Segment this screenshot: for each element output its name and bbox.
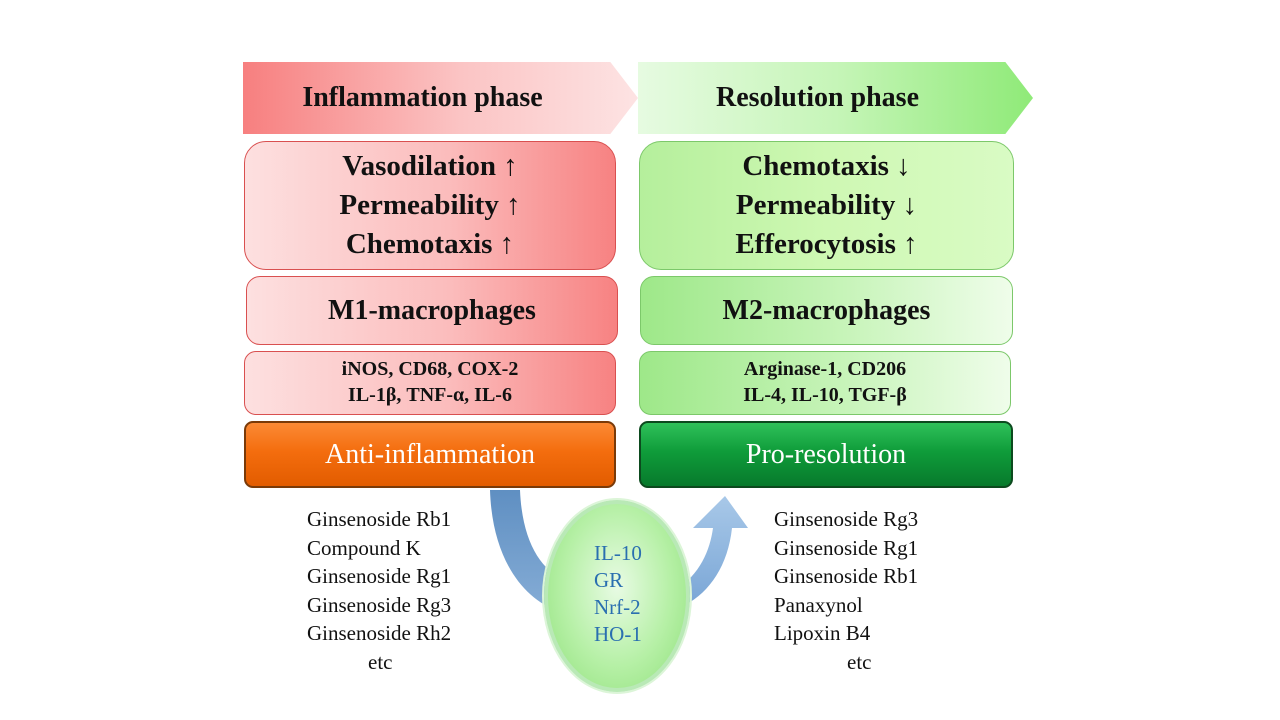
compound-item: Panaxynol xyxy=(774,592,863,617)
resolution-phase-banner: Resolution phase xyxy=(638,62,1033,134)
m1-macrophages-box: M1-macrophages xyxy=(246,276,618,345)
pro-resolution-label: Pro-resolution xyxy=(639,421,1013,488)
m2-macrophages-label: M2-macrophages xyxy=(722,294,931,326)
mediator-il10: IL-10 xyxy=(594,541,642,565)
effect-permeability-up: Permeability ↑ xyxy=(339,189,521,222)
m1-marker-line-2: IL-1β, TNF-α, IL-6 xyxy=(348,384,512,406)
m2-marker-line-1: Arginase-1, CD206 xyxy=(743,358,907,381)
mediator-nrf2: Nrf-2 xyxy=(594,595,641,619)
anti-inflammation-label: Anti-inflammation xyxy=(244,421,616,488)
anti-inflammation-text: Anti-inflammation xyxy=(325,438,535,470)
compound-item: Lipoxin B4 xyxy=(774,621,871,645)
m1-macrophages-label: M1-macrophages xyxy=(328,294,536,326)
effect-efferocytosis-up: Efferocytosis ↑ xyxy=(735,227,918,260)
inflammation-phase-banner: Inflammation phase xyxy=(243,62,638,134)
compound-item: Ginsenoside Rg3 xyxy=(774,507,919,531)
mediator-gr: GR xyxy=(594,568,624,592)
mediators-list: IL-10 GR Nrf-2 HO-1 xyxy=(594,540,684,648)
pro-resolution-compounds: Ginsenoside Rg3 Ginsenoside Rg1 Ginsenos… xyxy=(774,505,974,676)
effect-chemotaxis-down: Chemotaxis ↓ xyxy=(742,150,911,183)
effect-vasodilation: Vasodilation ↑ xyxy=(342,150,518,183)
effect-permeability-down: Permeability ↓ xyxy=(735,189,918,222)
anti-inflammation-compounds: Ginsenoside Rb1 Compound K Ginsenoside R… xyxy=(307,505,507,676)
compound-etc: etc xyxy=(847,649,872,674)
resolution-phase-title: Resolution phase xyxy=(715,82,920,113)
inflammation-phase-title: Inflammation phase xyxy=(302,82,543,113)
m2-macrophages-box: M2-macrophages xyxy=(640,276,1013,345)
inflammation-effects-box: Vasodilation ↑ Permeability ↑ Chemotaxis… xyxy=(244,141,616,270)
m1-markers-box: iNOS, CD68, COX-2 IL-1β, TNF-α, IL-6 xyxy=(244,351,616,415)
pro-resolution-text: Pro-resolution xyxy=(745,438,907,470)
compound-item: Ginsenoside Rg3 xyxy=(307,592,452,617)
mediator-ho1: HO-1 xyxy=(594,622,642,646)
right-curved-arrow xyxy=(675,496,748,605)
m2-marker-line-2: IL-4, IL-10, TGF-β xyxy=(743,384,907,406)
compound-item: Compound K xyxy=(307,535,421,560)
m2-markers-box: Arginase-1, CD206 IL-4, IL-10, TGF-β xyxy=(639,351,1011,415)
effect-chemotaxis-up: Chemotaxis ↑ xyxy=(345,227,515,260)
m1-marker-line-1: iNOS, CD68, COX-2 xyxy=(341,358,519,381)
compound-item: Ginsenoside Rb1 xyxy=(307,507,452,531)
compound-item: Ginsenoside Rg1 xyxy=(774,535,919,560)
compound-item: Ginsenoside Rg1 xyxy=(307,564,452,588)
compound-item: Ginsenoside Rb1 xyxy=(774,564,919,588)
compound-item: Ginsenoside Rh2 xyxy=(307,621,452,645)
resolution-effects-box: Chemotaxis ↓ Permeability ↓ Efferocytosi… xyxy=(639,141,1014,270)
mediators-oval xyxy=(544,500,690,692)
compound-etc: etc xyxy=(368,649,393,674)
